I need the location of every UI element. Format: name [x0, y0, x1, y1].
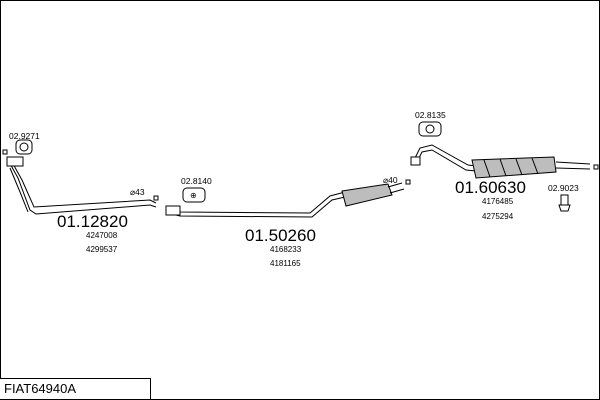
part-ref: 4247008	[86, 231, 118, 240]
front-flange	[6, 156, 24, 167]
front-pipe	[2, 149, 157, 215]
clamp-mid-icon: ⊕	[182, 187, 206, 203]
middle-silencer	[341, 183, 393, 207]
hanger-code: 02.9023	[548, 183, 579, 193]
part-ref: 4181165	[270, 259, 301, 268]
svg-text:⊕: ⊕	[190, 191, 197, 200]
diameter-label: ⌀43	[130, 187, 145, 197]
part-ref: 4168233	[270, 245, 302, 254]
rear-pipe	[410, 144, 591, 179]
clamp-mid-code: 02.8140	[181, 176, 212, 186]
clamp-rear-icon	[418, 121, 442, 137]
rear-inlet	[410, 156, 421, 166]
clamp-rear-code: 02.8135	[415, 110, 446, 120]
gasket-front-code: 02.9271	[9, 131, 40, 141]
connector-mark	[593, 164, 599, 170]
part-ref: 4176485	[482, 197, 514, 206]
part-code: 01.12820	[57, 212, 128, 231]
middle-inlet	[165, 205, 181, 216]
part-code: 01.60630	[455, 178, 526, 197]
page-title: FIAT64940A	[4, 381, 77, 396]
title-box: FIAT64940A	[0, 378, 151, 399]
part-code: 01.50260	[245, 226, 316, 245]
diameter-label: ⌀40	[383, 175, 398, 185]
connector-mark	[153, 195, 159, 201]
hanger-icon	[558, 194, 571, 212]
middle-pipe	[165, 182, 405, 218]
gasket-front-icon	[15, 139, 33, 155]
connector-mark	[2, 149, 8, 155]
rear-silencer	[471, 156, 557, 179]
part-ref: 4299537	[86, 245, 118, 254]
connector-mark	[405, 179, 411, 185]
part-ref: 4275294	[482, 212, 514, 221]
